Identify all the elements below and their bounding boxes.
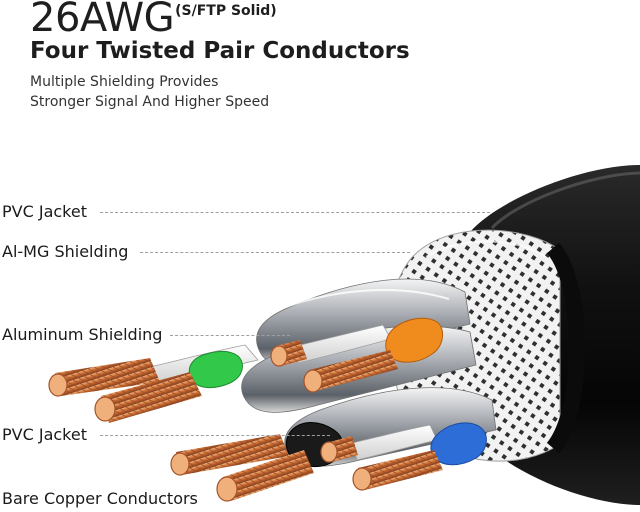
jacket-highlight	[490, 171, 640, 230]
label-al-mg-shielding: Al-MG Shielding	[2, 242, 129, 261]
copper-cross-section-lower-right-2	[352, 467, 372, 491]
copper-strand-left-1	[55, 358, 160, 396]
label-pvc-jacket-outer: PVC Jacket	[2, 202, 87, 221]
label-bare-copper-conductors: Bare Copper Conductors	[2, 489, 198, 508]
label-aluminum-shielding: Aluminum Shielding	[2, 325, 163, 344]
braid-guide-line	[140, 252, 410, 253]
orange-wire-insulation	[385, 317, 444, 363]
inner-jacket-guide-line	[100, 435, 330, 436]
copper-strand-lower-left-1	[176, 434, 289, 475]
jacket-opening	[546, 242, 585, 454]
copper-cross-section-lower-left-1	[170, 452, 190, 476]
copper-cross-section-upper-right-2	[303, 369, 323, 393]
copper-cross-section-upper-right-1	[270, 345, 288, 367]
aluminum-guide-line	[170, 335, 290, 336]
copper-cross-section-left-1	[48, 373, 68, 397]
copper-strand-lower-right-2	[358, 450, 443, 490]
braid-highlight	[425, 240, 549, 260]
product-subtitle: Four Twisted Pair Conductors	[30, 38, 410, 64]
headline-subtitle: (S/FTP Solid)	[175, 3, 277, 19]
label-pvc-jacket-inner: PVC Jacket	[2, 425, 87, 444]
white-wire-insulation-lower-right	[351, 424, 438, 461]
white-wire-insulation-right	[291, 324, 392, 364]
description-line-1: Multiple Shielding Provides	[30, 74, 219, 90]
jacket-guide-line	[100, 212, 490, 213]
description-line-2: Stronger Signal And Higher Speed	[30, 94, 270, 110]
blue-wire-insulation	[430, 422, 487, 466]
headline-main: 26AWG	[30, 0, 175, 41]
foil-highlight	[271, 289, 450, 313]
copper-strand-upper-right-2	[309, 350, 398, 391]
product-description: Multiple Shielding Provides Stronger Sig…	[30, 72, 310, 112]
copper-cross-section-lower-right-1	[320, 441, 338, 463]
copper-strand-lower-left-2	[223, 450, 314, 501]
copper-strand-left-2	[101, 372, 202, 423]
copper-cross-section-left-2	[94, 396, 116, 422]
copper-cross-section-lower-left-2	[216, 476, 238, 502]
green-wire-insulation	[188, 350, 243, 388]
headline: 26AWG(S/FTP Solid)	[30, 0, 277, 38]
